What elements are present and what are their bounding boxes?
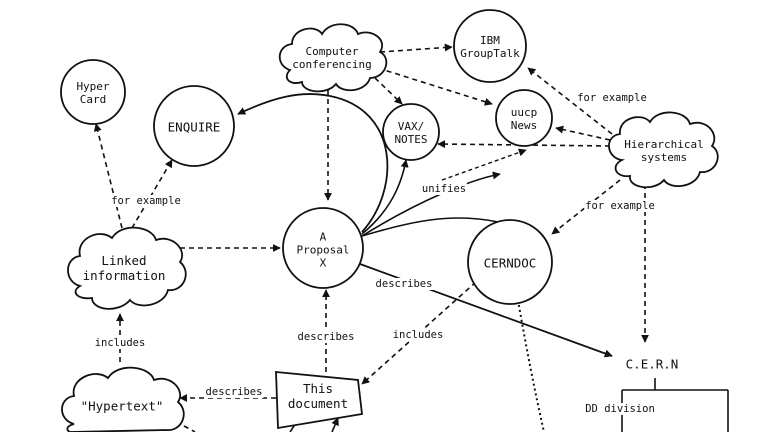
edge-vax-to-uucp-solid <box>441 148 527 181</box>
for-example-left-label: for example <box>110 195 182 207</box>
uucp-news-label: uucp News <box>510 106 538 132</box>
describes-cern-label: describes <box>374 278 434 290</box>
proposal-label: A Proposal X <box>296 230 350 270</box>
includes-hypertext-label: includes <box>93 337 147 349</box>
edge-linked-to-enquire <box>131 159 173 229</box>
for-example-mid-right-label: for example <box>584 200 656 212</box>
cern-label: C.E.R.N <box>625 356 679 372</box>
edge-conferencing-to-vax <box>374 77 403 105</box>
describes-this-doc-label: describes <box>296 331 356 343</box>
hierarchical-systems-label: Hierarchical systems <box>624 138 704 164</box>
describes-hypertext-label: describes <box>204 386 264 398</box>
edge-hierarchical-to-cerndoc <box>551 179 621 235</box>
enquire-node <box>153 85 235 167</box>
linked-information-cloud <box>67 226 187 310</box>
edge-conferencing-to-uucp <box>377 67 493 106</box>
for-example-top-right-label: for example <box>576 92 648 104</box>
vax-notes-label: VAX/ NOTES <box>394 120 428 146</box>
ibm-grouptalk-label: IBM GroupTalk <box>460 34 520 60</box>
this-document-label: This document <box>287 381 349 411</box>
computer-conferencing-cloud <box>278 23 388 93</box>
linked-information-label: Linked information <box>82 253 166 283</box>
dd-division-label: DD division <box>584 403 656 415</box>
edge-proposal-to-enquire <box>237 93 389 233</box>
thisdoc-lower-line-2 <box>331 417 339 432</box>
this-document-node <box>275 371 363 430</box>
uucp-news-node <box>495 89 553 147</box>
cerndoc-label: CERNDOC <box>483 255 537 271</box>
ibm-grouptalk-node <box>453 9 527 83</box>
hypertext-label: "Hypertext" <box>80 398 164 414</box>
edge-proposal-to-vax <box>361 159 409 235</box>
edge-proposal-to-cerndoc <box>361 217 499 237</box>
hypercard-label: Hyper Card <box>76 80 110 106</box>
cerndoc-node <box>467 219 553 305</box>
edge-hierarchical-to-vax <box>437 140 611 149</box>
proposal-node <box>282 207 364 289</box>
hierarchical-systems-cloud <box>608 111 719 189</box>
vax-notes-node <box>382 103 440 161</box>
hypercard-node <box>60 59 126 125</box>
edge-cerndoc-dotted-down <box>517 299 545 432</box>
computer-conferencing-label: Computer conferencing <box>292 45 372 71</box>
edge-hierarchical-to-uucp <box>555 125 611 141</box>
enquire-label: ENQUIRE <box>167 119 221 135</box>
edge-conferencing-to-ibm <box>379 43 453 53</box>
unifies-label: unifies <box>420 183 468 195</box>
includes-cerndoc-label: includes <box>391 329 445 341</box>
hypertext-cloud <box>61 366 185 432</box>
